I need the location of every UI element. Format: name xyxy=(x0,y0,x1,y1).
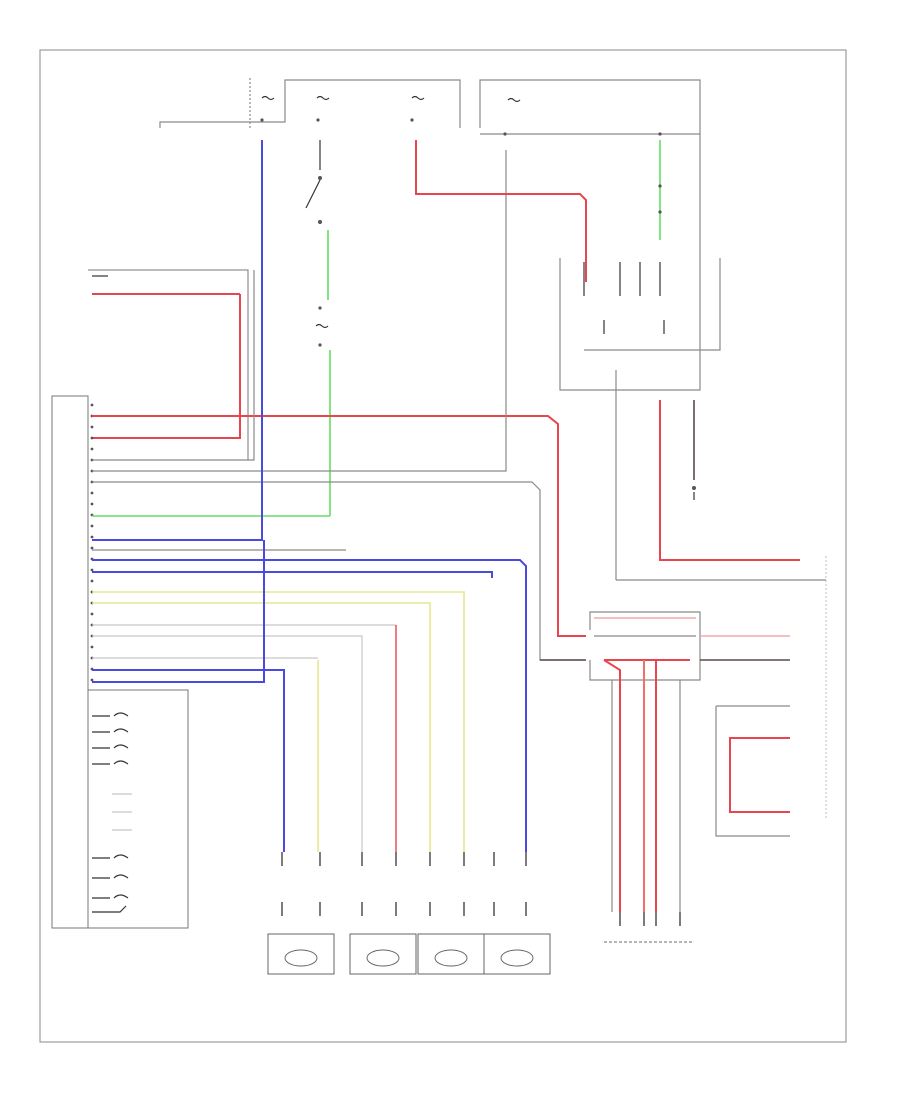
internal-switch-row xyxy=(92,712,132,913)
diagram-frame xyxy=(39,49,847,1043)
stop-light-switch xyxy=(305,140,329,300)
left-sensor-block xyxy=(88,269,249,460)
vsa-modulator xyxy=(540,611,790,912)
harness-wires xyxy=(92,140,587,852)
fuse-box-under-hood xyxy=(159,78,461,128)
wheel-sensor-connectors xyxy=(267,852,694,975)
vsa-pin-row xyxy=(90,403,94,682)
combination-meter xyxy=(559,134,800,581)
wheel-sensor-right-front xyxy=(349,852,417,975)
modulator-bottom-connector xyxy=(604,912,694,943)
data-link-connector xyxy=(715,556,827,837)
vsa-control-unit xyxy=(51,395,189,929)
wheel-sensor-left-rear xyxy=(267,852,335,975)
meter-indicator-icons xyxy=(583,262,665,334)
wheel-sensor-right-rear xyxy=(483,852,551,975)
fuse-icon xyxy=(260,95,425,122)
junction-box-top-right xyxy=(479,79,701,136)
wheel-sensor-left-front xyxy=(417,852,485,975)
stop-fuse xyxy=(315,306,331,516)
